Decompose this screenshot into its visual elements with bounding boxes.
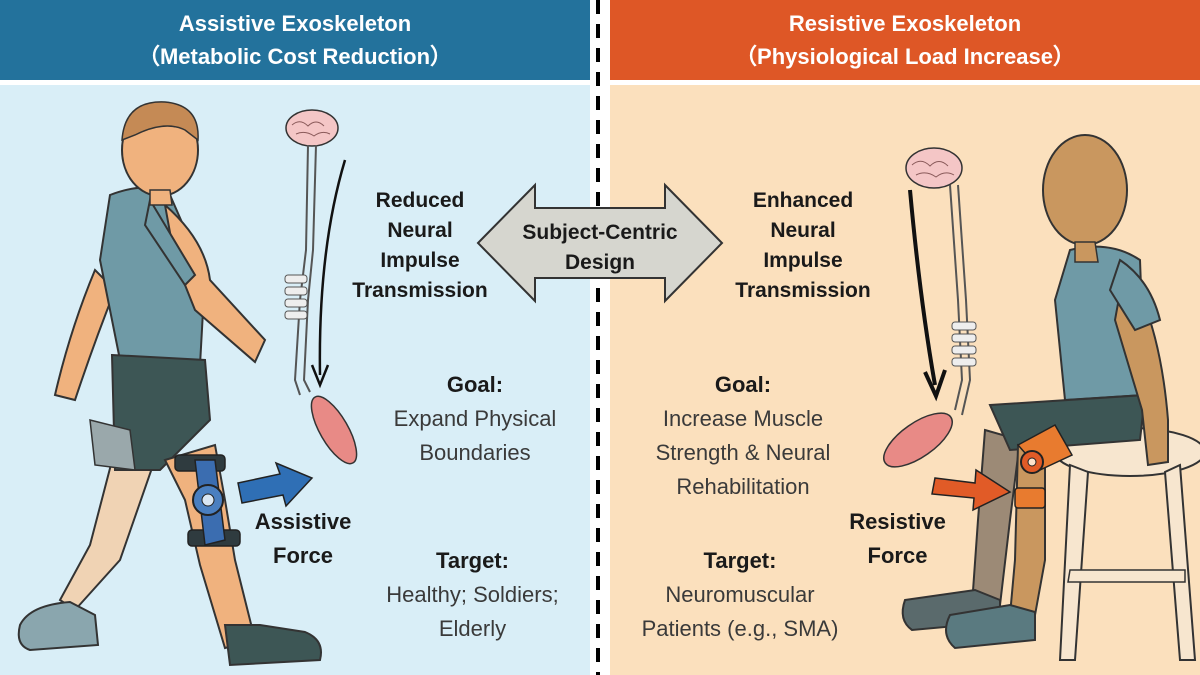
goal-text: Strength & Neural — [655, 440, 831, 465]
force-text: Force — [867, 543, 928, 568]
goal-label: Goal: — [446, 372, 504, 397]
signal-line: Transmission — [352, 279, 488, 302]
assistive-subtitle: （Metabolic Cost Reduction） — [137, 44, 453, 69]
signal-line: Neural — [770, 219, 836, 242]
target-label: Target: — [703, 548, 777, 573]
signal-line: Impulse — [763, 249, 843, 272]
center-text: Subject-Centric — [522, 221, 678, 244]
target-text: Healthy; Soldiers; — [386, 582, 559, 607]
goal-text: Increase Muscle — [662, 406, 824, 431]
signal-line: Impulse — [380, 249, 460, 272]
dashed-divider — [596, 0, 600, 675]
resistive-header: Resistive Exoskeleton （Physiological Loa… — [610, 0, 1200, 80]
resistive-target: Target: Neuromuscular Patients (e.g., SM… — [625, 544, 855, 646]
assistive-target: Target: Healthy; Soldiers; Elderly — [360, 544, 585, 646]
goal-text: Rehabilitation — [676, 474, 810, 499]
resistive-signal-label: Enhanced Neural Impulse Transmission — [722, 186, 884, 306]
resistive-subtitle: （Physiological Load Increase） — [735, 44, 1075, 69]
assistive-goal: Goal: Expand Physical Boundaries — [370, 368, 580, 470]
target-label: Target: — [436, 548, 509, 573]
force-text: Assistive — [254, 509, 352, 534]
target-text: Patients (e.g., SMA) — [641, 616, 839, 641]
resistive-title: Resistive Exoskeleton — [788, 11, 1022, 36]
signal-line: Reduced — [375, 189, 465, 212]
subject-centric-label: Subject-Centric Design — [500, 218, 700, 278]
assistive-title: Assistive Exoskeleton — [178, 11, 412, 36]
goal-text: Boundaries — [419, 440, 531, 465]
assistive-header: Assistive Exoskeleton （Metabolic Cost Re… — [0, 0, 590, 80]
signal-line: Transmission — [735, 279, 871, 302]
target-text: Elderly — [438, 616, 507, 641]
goal-label: Goal: — [714, 372, 772, 397]
force-text: Resistive — [849, 509, 946, 534]
center-text: Design — [564, 251, 635, 274]
assistive-signal-label: Reduced Neural Impulse Transmission — [340, 186, 500, 306]
target-text: Neuromuscular — [665, 582, 815, 607]
goal-text: Expand Physical — [393, 406, 557, 431]
force-text: Force — [273, 543, 333, 568]
resistive-force-label: Resistive Force — [830, 505, 965, 573]
resistive-goal: Goal: Increase Muscle Strength & Neural … — [628, 368, 858, 504]
signal-line: Enhanced — [752, 189, 854, 212]
signal-line: Neural — [387, 219, 453, 242]
assistive-force-label: Assistive Force — [238, 505, 368, 573]
